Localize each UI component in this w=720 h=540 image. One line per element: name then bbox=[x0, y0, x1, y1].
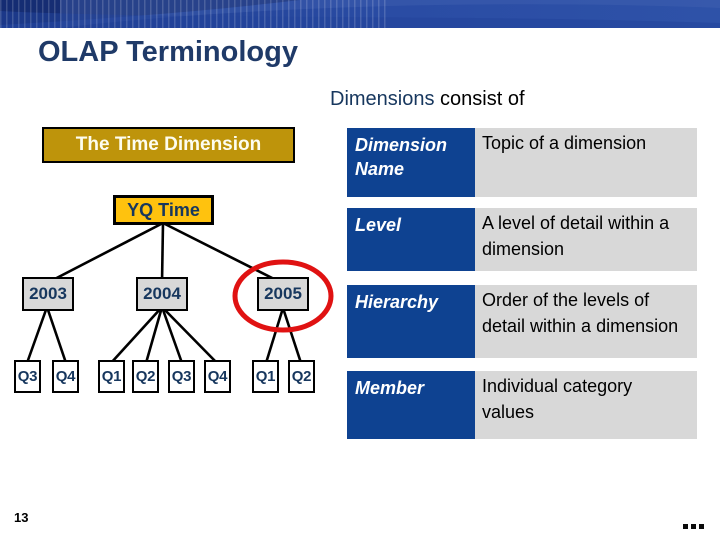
diagram-year-box-2004: 2004 bbox=[136, 277, 188, 311]
ellipsis-icon bbox=[683, 524, 704, 529]
definition-cell: Individual category values bbox=[475, 371, 697, 439]
diagram-quarter-box: Q3 bbox=[168, 360, 195, 393]
table-row: Member Individual category values bbox=[347, 371, 697, 439]
table-row: Level A level of detail within a dimensi… bbox=[347, 208, 697, 271]
table-row: Hierarchy Order of the levels of detail … bbox=[347, 285, 697, 358]
dot bbox=[699, 524, 704, 529]
term-cell: Dimension Name bbox=[347, 128, 475, 197]
term-cell: Member bbox=[347, 371, 475, 439]
dot bbox=[683, 524, 688, 529]
definition-cell: A level of detail within a dimension bbox=[475, 208, 697, 271]
diagram-quarter-box: Q1 bbox=[98, 360, 125, 393]
diagram-quarter-box: Q2 bbox=[288, 360, 315, 393]
diagram-year-box-2003: 2003 bbox=[22, 277, 74, 311]
term-cell: Level bbox=[347, 208, 475, 271]
page-number: 13 bbox=[14, 510, 29, 525]
diagram-year-box-2005: 2005 bbox=[257, 277, 309, 311]
page-title: OLAP Terminology bbox=[38, 36, 298, 68]
diagram-quarter-box: Q3 bbox=[14, 360, 41, 393]
table-row: Dimension Name Topic of a dimension bbox=[347, 128, 697, 197]
diagram-root-box: The Time Dimension bbox=[42, 127, 295, 163]
definition-cell: Topic of a dimension bbox=[475, 128, 697, 197]
diagram-quarter-box: Q1 bbox=[252, 360, 279, 393]
dot bbox=[691, 524, 696, 529]
subtitle-highlight: Dimensions bbox=[330, 88, 435, 110]
definition-cell: Order of the levels of detail within a d… bbox=[475, 285, 697, 358]
diagram-hierarchy-box: YQ Time bbox=[113, 195, 214, 225]
diagram-quarter-box: Q4 bbox=[204, 360, 231, 393]
banner-swoosh-graphic bbox=[0, 0, 720, 28]
subtitle-rest: consist of bbox=[434, 88, 525, 110]
term-cell: Hierarchy bbox=[347, 285, 475, 358]
header-banner bbox=[0, 0, 720, 28]
diagram-quarter-box: Q4 bbox=[52, 360, 79, 393]
diagram-quarter-box: Q2 bbox=[132, 360, 159, 393]
subtitle: Dimensions consist of bbox=[330, 88, 525, 111]
